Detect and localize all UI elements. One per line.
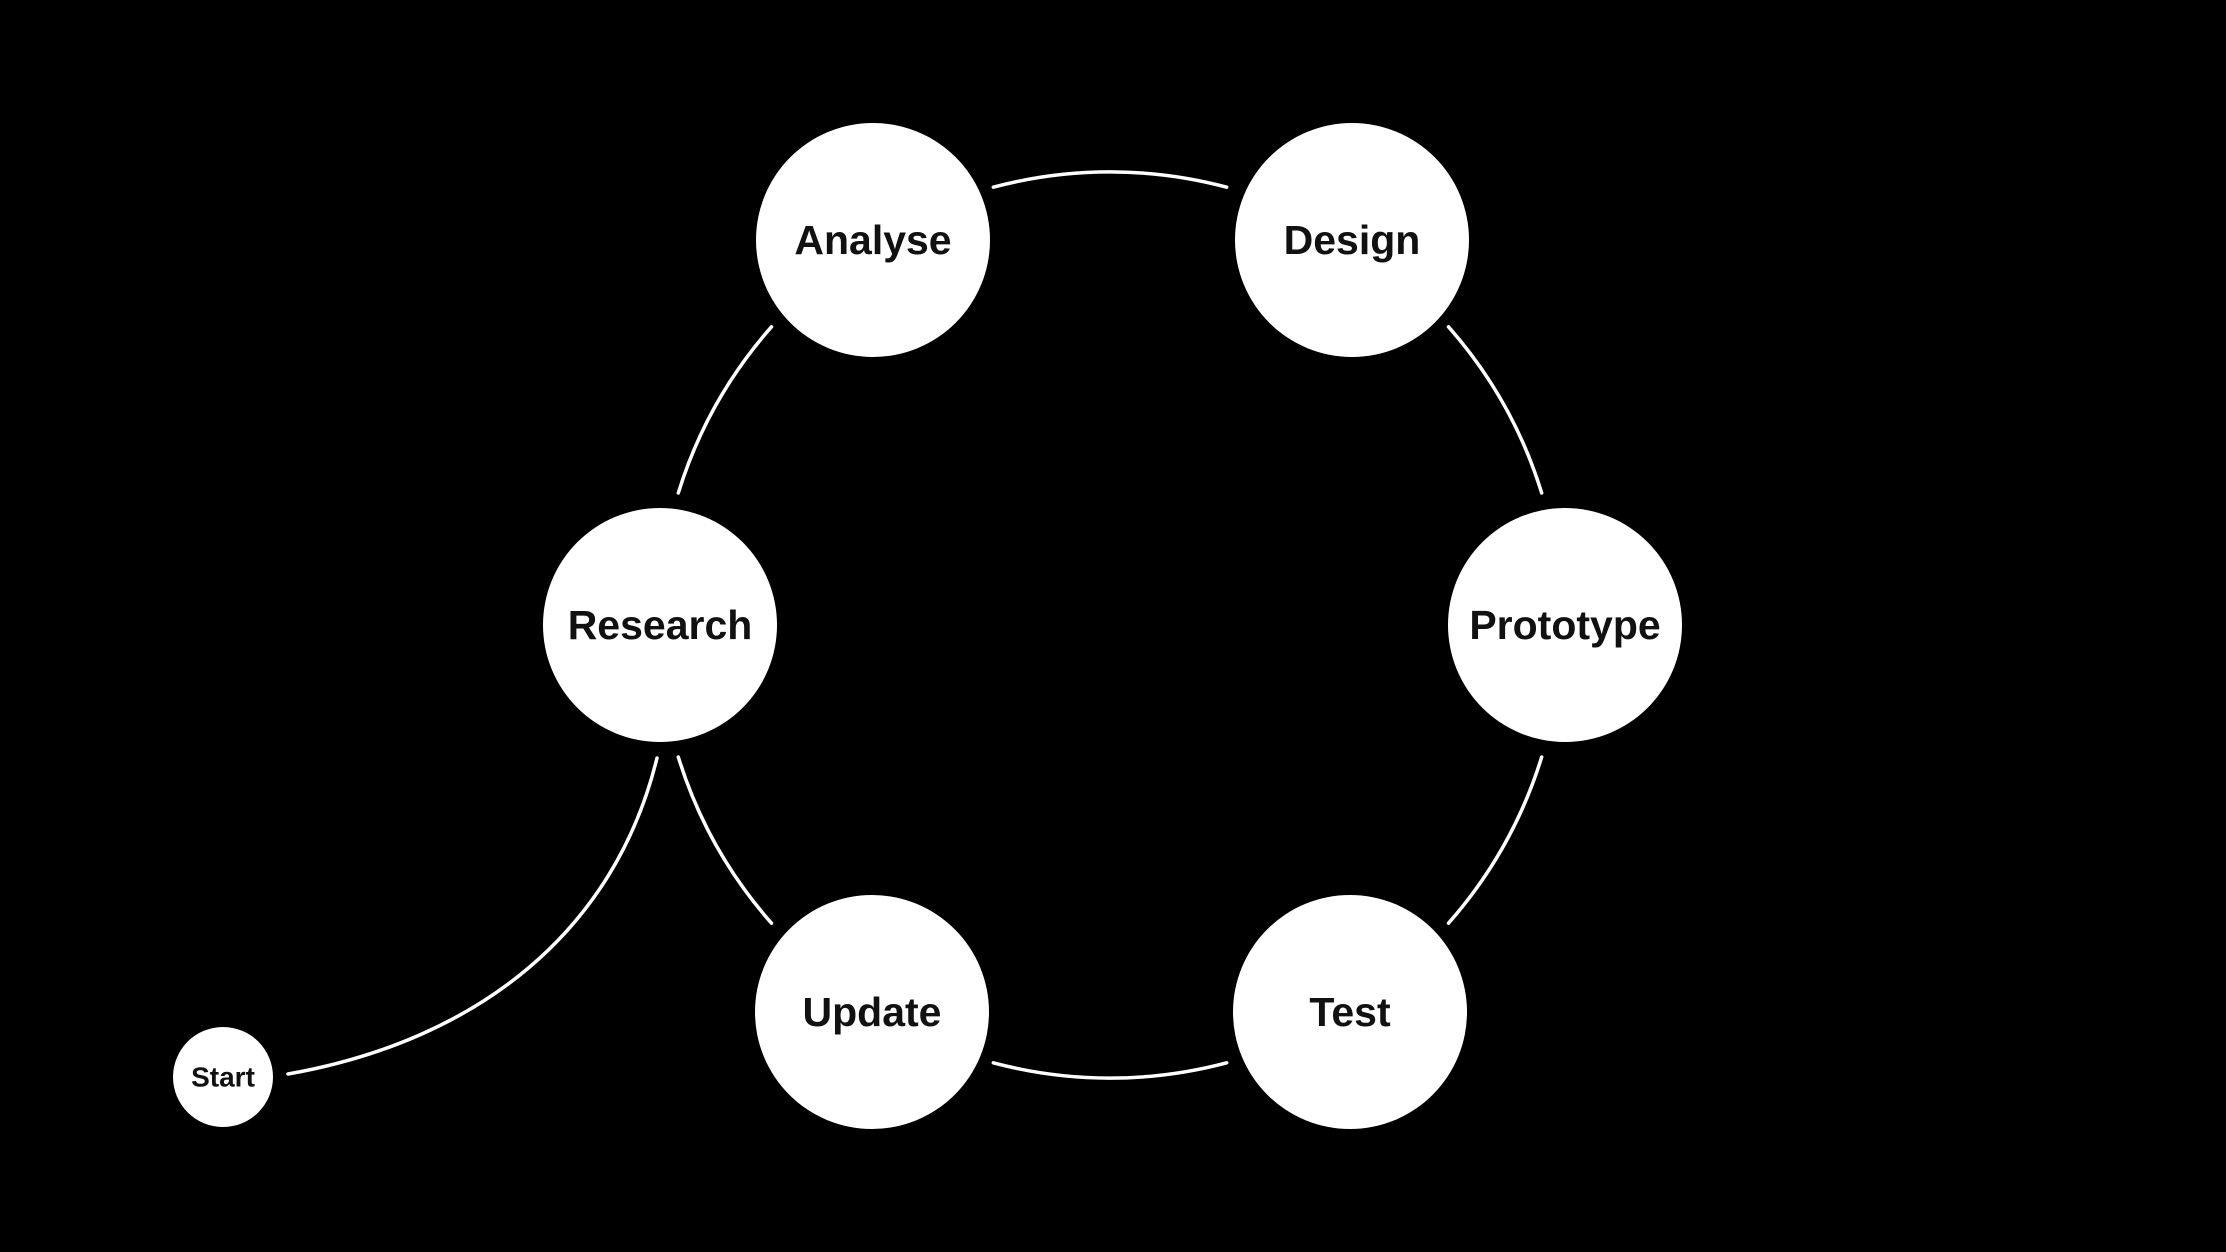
node-circle: [1448, 508, 1682, 742]
node-label-update: Update: [803, 989, 942, 1035]
cycle-node-prototype: Prototype: [1448, 508, 1682, 742]
connector-test-update: [991, 1061, 1229, 1080]
connector-start-research: [286, 756, 659, 1076]
start-node-label: Start: [191, 1062, 255, 1093]
cycle-node-analyse: Analyse: [756, 123, 990, 357]
node-circle: [1233, 895, 1467, 1129]
connector-analyse-design: [991, 170, 1229, 189]
node-label-test: Test: [1309, 989, 1391, 1035]
start-node: Start: [173, 1027, 273, 1127]
node-label-prototype: Prototype: [1469, 602, 1660, 648]
cycle-node-research: Research: [543, 508, 777, 742]
cycle-node-update: Update: [755, 895, 989, 1129]
node-circle: [755, 895, 989, 1129]
cycle-node-test: Test: [1233, 895, 1467, 1129]
node-circle: [1235, 123, 1469, 357]
connector-research-analyse: [676, 325, 774, 495]
connector-design-prototype: [1446, 325, 1544, 495]
connector-prototype-test: [1446, 755, 1544, 925]
node-label-analyse: Analyse: [794, 217, 951, 263]
node-circle: [756, 123, 990, 357]
cycle-node-design: Design: [1235, 123, 1469, 357]
node-circle: [543, 508, 777, 742]
node-label-design: Design: [1284, 217, 1421, 263]
cycle-connectors: [286, 170, 1544, 1080]
start-node-circle: [173, 1027, 273, 1127]
connector-update-research: [676, 755, 774, 925]
node-label-research: Research: [568, 602, 753, 648]
